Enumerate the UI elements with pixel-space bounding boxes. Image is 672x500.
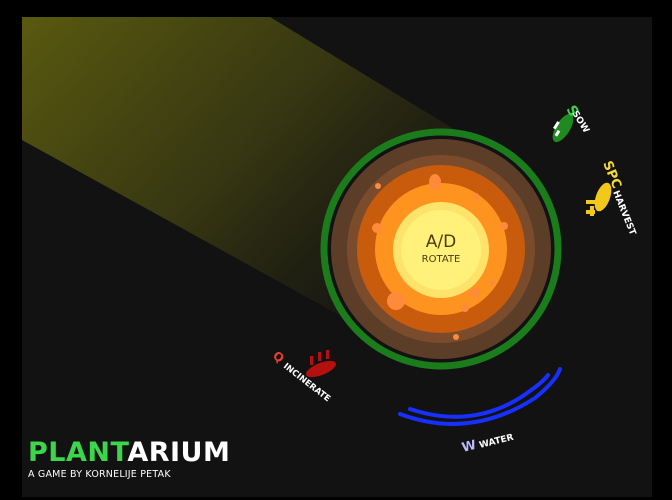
harvester-icon [594, 182, 612, 212]
game-title: PLANTARIUM [28, 438, 230, 468]
game-title-block: PLANTARIUM A GAME BY KORNELIJE PETAK [28, 438, 328, 488]
game-title-plant: PLANT [28, 437, 128, 468]
rotate-key: A/D [426, 232, 456, 252]
planet: A/D ROTATE [320, 128, 562, 370]
game-title-arium: ARIUM [127, 437, 231, 468]
harvester-arm [586, 200, 596, 216]
planet-center-glow [401, 210, 481, 290]
incinerator-flames [310, 350, 329, 365]
seed-planter-nozzle [553, 121, 561, 137]
water-arc-icon [398, 367, 562, 426]
water-key: W [460, 438, 478, 456]
rotate-label: ROTATE [422, 254, 461, 265]
game-byline: A GAME BY KORNELIJE PETAK [28, 469, 171, 480]
incinerator-icon [305, 360, 337, 378]
lava-bubbles [372, 174, 508, 340]
water-arc-inner [408, 373, 550, 419]
